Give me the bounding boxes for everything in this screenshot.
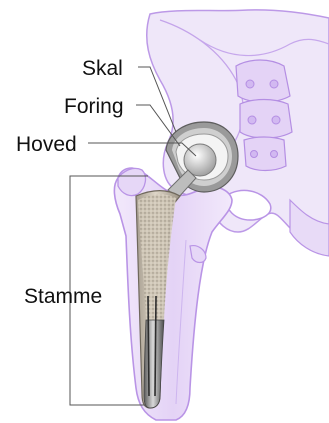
label-head: Hoved <box>16 133 77 156</box>
label-liner: Foring <box>64 95 124 118</box>
label-shell: Skal <box>82 57 123 80</box>
label-stem: Stamme <box>24 285 102 308</box>
